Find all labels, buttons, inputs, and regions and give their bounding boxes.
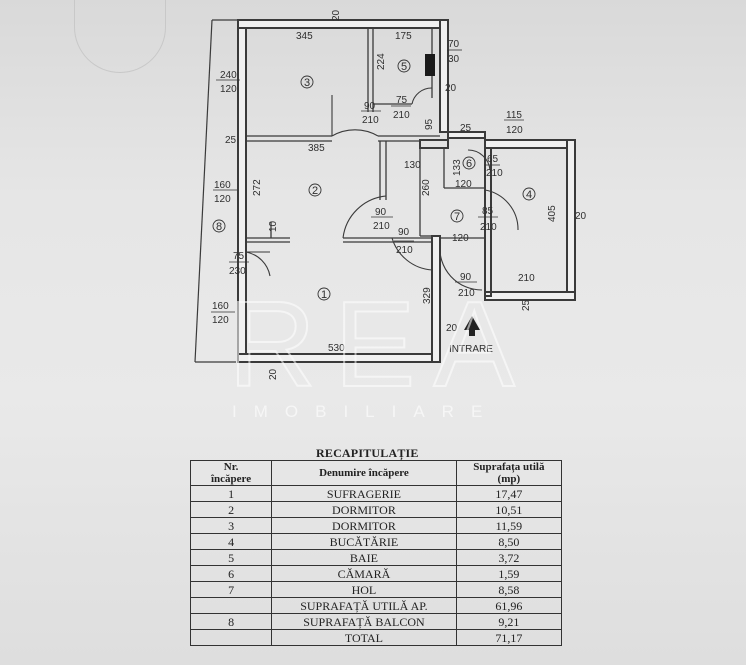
dim-120-e: 120	[452, 233, 469, 244]
room-7-label: 7	[454, 211, 460, 223]
dim-210-e: 210	[396, 245, 413, 256]
walls	[237, 19, 576, 363]
dim-top-20: 20	[331, 9, 342, 21]
dim-120-a: 120	[220, 84, 237, 95]
watermark-logo: REA	[228, 276, 533, 412]
boiler-marker	[425, 54, 435, 76]
room-8-label: 8	[216, 221, 222, 233]
room-markers: 1 2 3 4 5 6 7 8	[212, 59, 536, 301]
dim-85: 85	[482, 206, 494, 217]
dim-90-b: 90	[375, 207, 387, 218]
room-3-label: 3	[304, 77, 310, 89]
room-6-label: 6	[466, 158, 472, 170]
floor-plan: 1 2 3 4 5 6 7 8 20 345	[194, 9, 587, 380]
dim-20-a: 20	[445, 83, 457, 94]
header-name: Denumire încăpere	[271, 460, 457, 486]
dim-25-c: 25	[521, 299, 532, 311]
dim-175: 175	[395, 31, 412, 42]
dim-210-c: 210	[486, 168, 503, 179]
dim-120-f: 120	[212, 315, 229, 326]
fraction-lines	[211, 49, 524, 313]
summary-title: RECAPITULAȚIE	[316, 446, 419, 460]
dim-133: 133	[452, 159, 463, 176]
watermark-subtitle: IMOBILIARE	[232, 402, 499, 421]
dim-385: 385	[308, 143, 325, 154]
balcony-outline	[194, 19, 238, 363]
door-swings	[245, 87, 519, 291]
dim-224: 224	[376, 53, 387, 70]
dim-210-h: 210	[518, 273, 535, 284]
dim-70: 70	[448, 39, 460, 50]
partitions	[246, 28, 485, 243]
dim-90-c: 90	[398, 227, 410, 238]
room-1-label: 1	[321, 289, 327, 301]
dim-20-b: 20	[575, 211, 587, 222]
dim-120-d: 120	[214, 194, 231, 205]
dim-210-a: 210	[362, 115, 379, 126]
dim-210-b: 210	[393, 110, 410, 121]
dim-210-g: 210	[458, 288, 475, 299]
dim-90-d: 90	[460, 272, 472, 283]
room-4-label: 4	[526, 189, 532, 201]
dim-95: 95	[424, 118, 435, 130]
dim-10: 10	[268, 220, 279, 232]
room-2-label: 2	[312, 185, 318, 197]
dim-115: 115	[506, 110, 522, 121]
dim-120-b: 120	[506, 125, 523, 136]
dim-25-a: 25	[460, 123, 472, 134]
entrance-arrow-icon	[464, 316, 480, 336]
dim-120-c: 120	[455, 179, 472, 190]
dimension-labels: 20 345 175 224 70 30 240 120 90 210 75 2…	[212, 9, 587, 380]
dim-25-b: 25	[225, 135, 237, 146]
dim-90-a: 90	[364, 101, 376, 112]
dim-210-f: 210	[480, 222, 497, 233]
dim-530: 530	[328, 343, 345, 354]
dim-405: 405	[547, 205, 558, 222]
dim-20-d: 20	[268, 368, 279, 380]
dim-30: 30	[448, 54, 460, 65]
dim-345: 345	[296, 31, 313, 42]
dim-160-b: 160	[212, 301, 229, 312]
dim-130: 130	[404, 160, 421, 171]
dim-240: 240	[220, 70, 237, 81]
dim-272: 272	[252, 179, 263, 196]
dim-65: 65	[487, 154, 499, 165]
table-row: SUPRAFAȚĂ UTILĂ AP.61,96	[189, 597, 563, 614]
dim-260: 260	[421, 179, 432, 196]
header-area: Suprafața utilă(mp)	[455, 460, 563, 486]
watermark: REA IMOBILIARE	[227, 275, 533, 421]
dim-230: 230	[229, 266, 246, 277]
dim-75-a: 75	[396, 95, 408, 106]
header-nr: Nr.încăpere	[189, 460, 273, 486]
dim-75-b: 75	[233, 251, 245, 262]
summary-table: Nr.încăpere Denumire încăpere Suprafața …	[189, 460, 563, 646]
table-header-row: Nr.încăpere Denumire încăpere Suprafața …	[189, 460, 563, 486]
room-5-label: 5	[401, 61, 407, 73]
dim-20-c: 20	[446, 323, 458, 334]
dim-210-d: 210	[373, 221, 390, 232]
dim-329: 329	[422, 287, 433, 304]
dim-160-a: 160	[214, 180, 231, 191]
entrance-label: INTRARE	[449, 344, 493, 355]
